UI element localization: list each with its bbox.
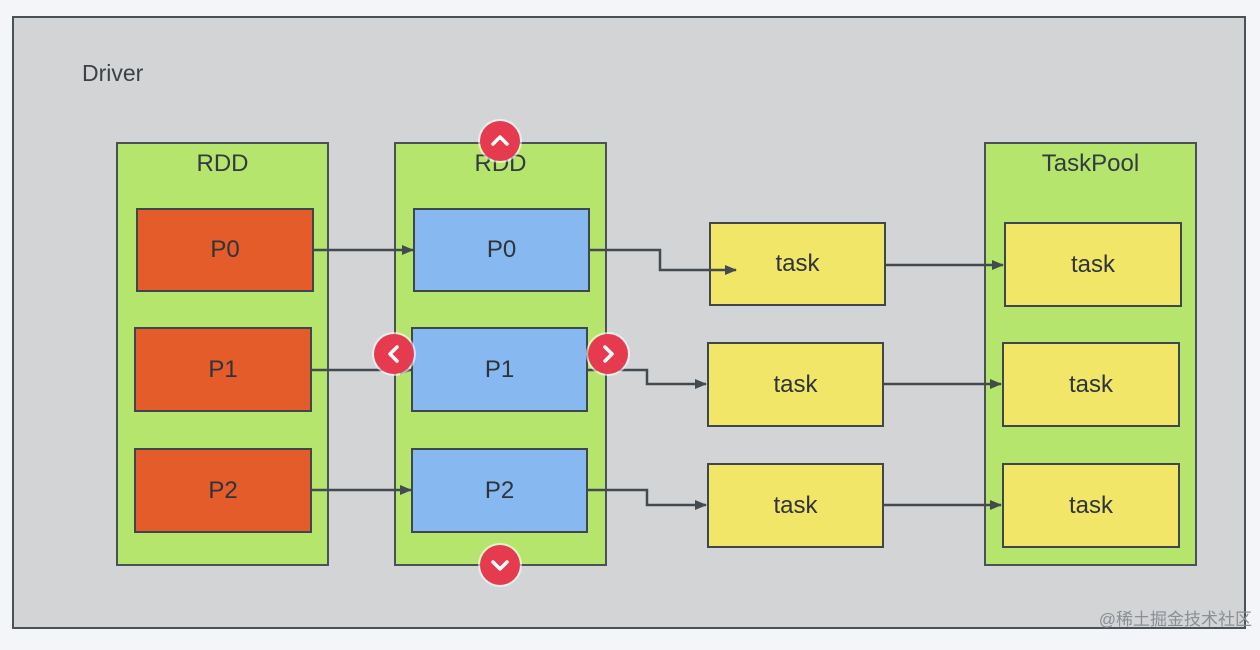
task-box-0[interactable]: task <box>709 222 886 306</box>
task-box-1[interactable]: task <box>707 342 884 427</box>
rdd-left-partition-p1[interactable]: P1 <box>134 327 312 412</box>
taskpool-task-1[interactable]: task <box>1002 342 1180 427</box>
taskpool-task-2[interactable]: task <box>1002 463 1180 548</box>
handle-top[interactable] <box>480 121 520 161</box>
chevron-up-icon <box>491 135 509 146</box>
taskpool-title: TaskPool <box>1041 150 1140 177</box>
handle-right[interactable] <box>588 334 628 374</box>
chevron-left-icon <box>388 345 399 363</box>
edge-mid-p2-to-task-2 <box>588 488 707 510</box>
watermark: @稀土掘金技术社区 <box>1098 610 1252 629</box>
rdd-left-partition-p0[interactable]: P0 <box>136 208 314 292</box>
rdd-left-partition-p2[interactable]: P2 <box>134 448 312 533</box>
handle-left[interactable] <box>374 334 414 374</box>
rdd-mid-partition-p2[interactable]: P2 <box>411 448 588 533</box>
edge-mid-p0-to-task-0 <box>590 248 737 275</box>
task-box-2[interactable]: task <box>707 463 884 548</box>
chevron-right-icon <box>603 345 614 363</box>
rdd-left-title: RDD <box>196 150 249 177</box>
taskpool-task-0[interactable]: task <box>1004 222 1182 307</box>
chevron-down-icon <box>491 560 509 571</box>
handle-bottom[interactable] <box>480 545 520 585</box>
rdd-mid-partition-p0[interactable]: P0 <box>413 208 590 292</box>
driver-label: Driver <box>82 60 144 86</box>
rdd-mid-partition-p1[interactable]: P1 <box>411 327 588 412</box>
